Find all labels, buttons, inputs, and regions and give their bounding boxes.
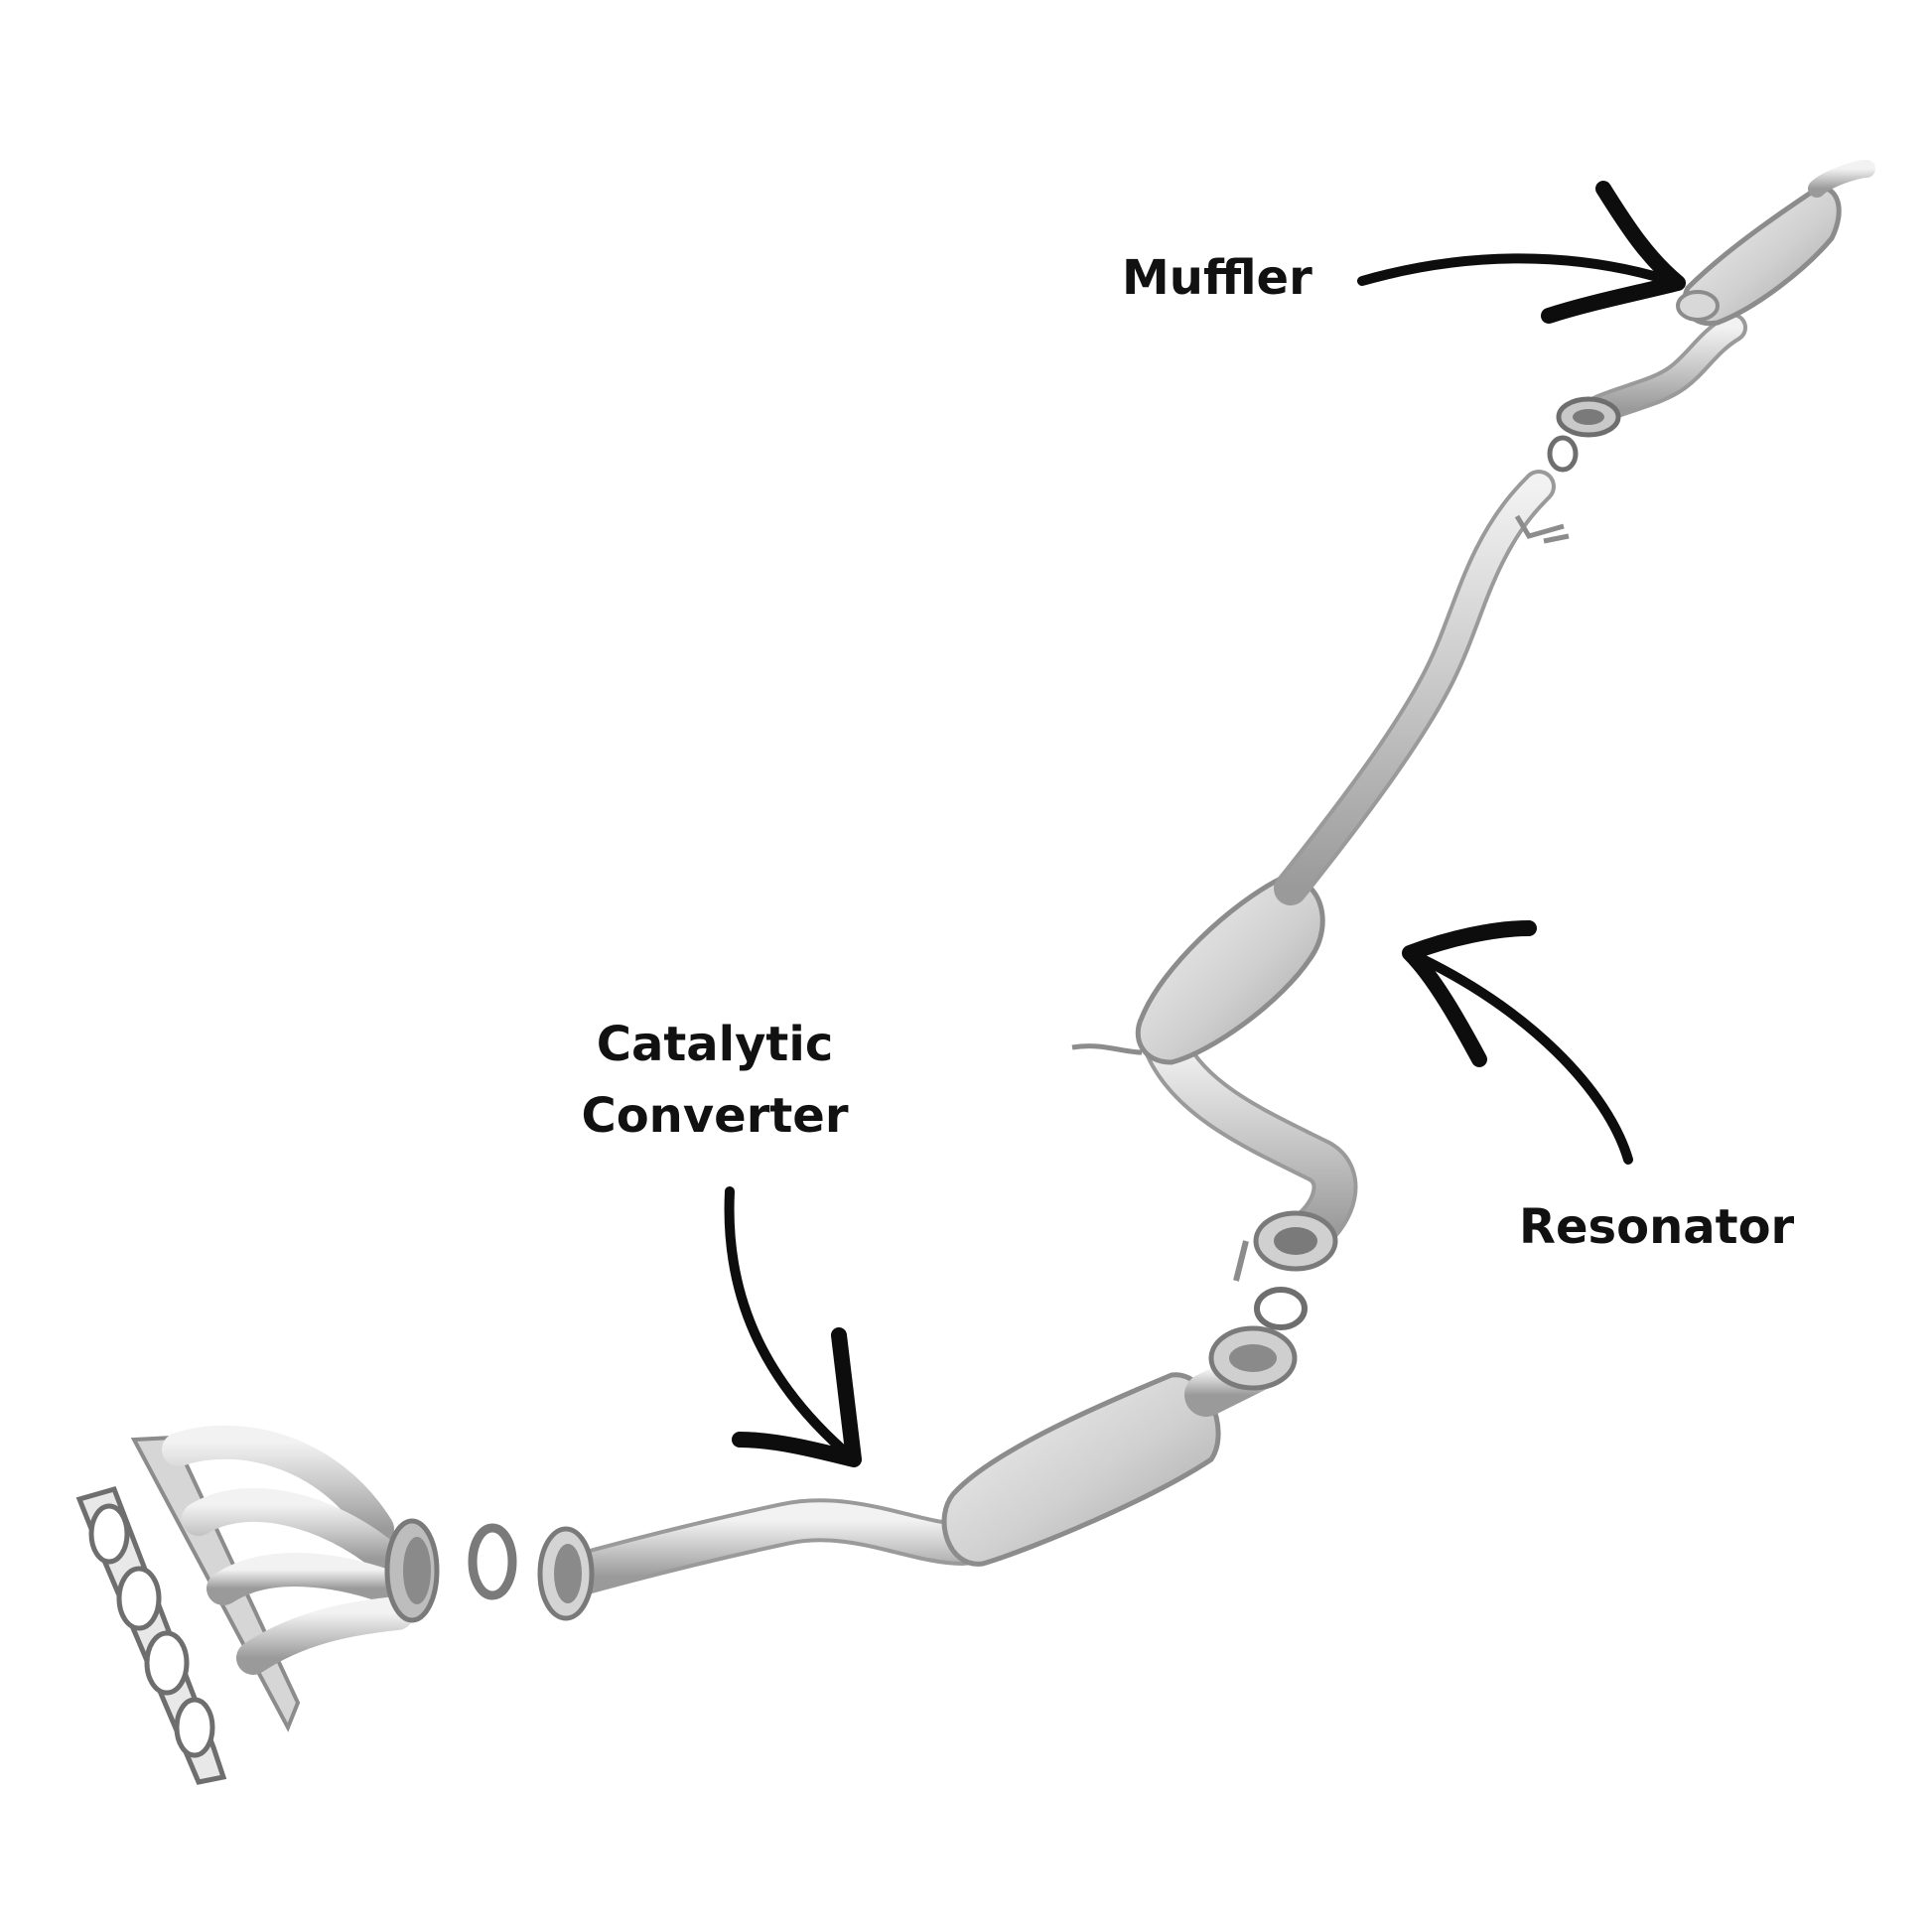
resonator-label: Resonator: [1519, 1199, 1795, 1255]
resonator-arrow: [1402, 920, 1633, 1165]
exhaust-manifold-gasket: [75, 1485, 227, 1785]
resonator: [1071, 876, 1325, 1065]
muffler-label: Muffler: [1122, 250, 1312, 306]
donut-gasket: [468, 1523, 517, 1600]
ring-gasket: [1547, 435, 1579, 473]
catalytic-converter-label-line2: Converter: [581, 1088, 849, 1144]
catalytic-converter-arrow: [724, 1186, 862, 1467]
muffler-arrow: [1357, 181, 1686, 324]
intermediate-pipe: [1274, 470, 1570, 905]
muffler: [1676, 160, 1875, 327]
catalytic-converter: [941, 1325, 1298, 1567]
flange-gasket: [1254, 1287, 1308, 1330]
catalytic-converter-label: Catalytic Converter: [566, 1009, 864, 1152]
front-pipe: [537, 1498, 985, 1621]
catalytic-converter-label-line1: Catalytic: [596, 1017, 834, 1072]
resonator-pipe: [1144, 1025, 1358, 1282]
muffler-inlet-pipe: [1556, 313, 1747, 438]
exhaust-manifold-header: [130, 1425, 440, 1732]
